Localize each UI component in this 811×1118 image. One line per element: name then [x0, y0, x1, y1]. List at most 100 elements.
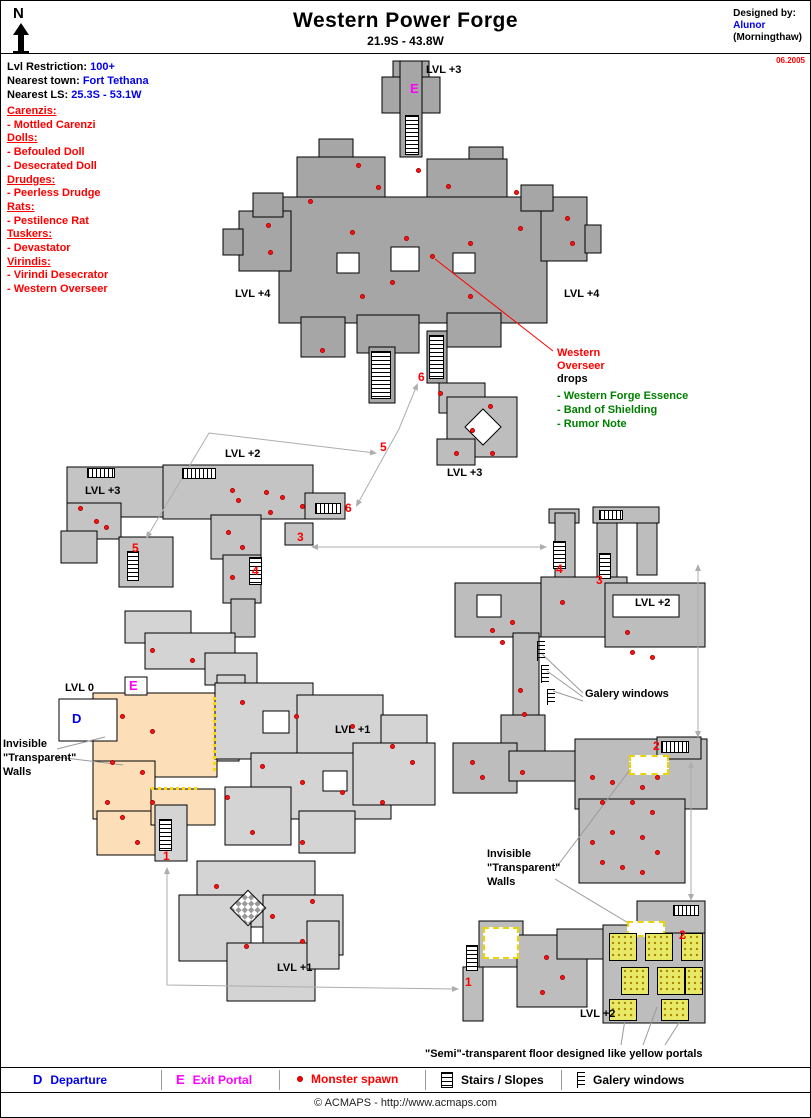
annotation-label: Walls: [3, 766, 32, 778]
monster-spawn: [470, 760, 475, 765]
drop-item: - Western Forge Essence: [557, 390, 689, 402]
yellow-portal-floor: [609, 933, 637, 961]
transparent-wall-room: [483, 927, 519, 959]
monster-spawn: [416, 168, 421, 173]
monster-spawn: [590, 775, 595, 780]
stairs-number: 6: [418, 370, 425, 384]
monster-spawn: [230, 488, 235, 493]
stairs-icon: [182, 468, 216, 479]
stairs-icon: [429, 335, 444, 379]
stairs-number: 1: [163, 849, 170, 863]
monster-spawn: [640, 785, 645, 790]
footer-credit: © ACMAPS - http://www.acmaps.com: [314, 1097, 497, 1109]
stairs-number: 3: [596, 573, 603, 587]
monster-spawn: [610, 830, 615, 835]
monster-group: Rats:: [7, 200, 35, 213]
departure-marker: D: [72, 711, 82, 726]
stairs-number: 5: [380, 440, 387, 454]
monster-spawn: [522, 712, 527, 717]
legend-monster-spawn: Monster spawn: [297, 1072, 398, 1086]
designed-by-label: Designed by:: [733, 8, 796, 19]
monster-spawn: [140, 770, 145, 775]
stairs-number: 3: [297, 530, 304, 544]
galery-window-icon: [537, 641, 545, 661]
monster-spawn-legend-label: Monster spawn: [311, 1072, 399, 1086]
monster-group: Carenzis:: [7, 105, 57, 117]
annotation-pointers: [56, 258, 690, 1046]
lvl1-dungeon: [154, 682, 436, 862]
monster-spawn: [655, 850, 660, 855]
level-label: LVL +3: [447, 467, 483, 479]
monster-spawn: [518, 226, 523, 231]
monster-spawn: [190, 658, 195, 663]
monster-spawn: [356, 163, 361, 168]
monster-spawn: [230, 575, 235, 580]
nearest-ls: Nearest LS: 25.3S - 53.1W: [7, 88, 149, 102]
legend-exit-portal: E Exit Portal: [176, 1072, 252, 1087]
drops-title: Western: [557, 347, 601, 359]
monster-spawn: [454, 451, 459, 456]
drops-title: Overseer: [557, 360, 605, 372]
legend-stairs: Stairs / Slopes: [441, 1072, 544, 1088]
monster-spawn: [150, 648, 155, 653]
legend-bottom-divider: [1, 1092, 810, 1093]
monster-spawn: [300, 840, 305, 845]
yellow-portal-floor: [661, 999, 689, 1021]
nearest-ls-value: 25.3S - 53.1W: [71, 89, 142, 101]
legend-separator: [561, 1070, 562, 1090]
departure-symbol: D: [33, 1072, 43, 1087]
stairs-icon: [673, 905, 699, 916]
monster-spawn: [350, 724, 355, 729]
monster-spawn: [280, 495, 285, 500]
monster-spawn: [264, 490, 269, 495]
departure-legend-label: Departure: [50, 1072, 108, 1087]
monster-spawn: [490, 628, 495, 633]
nearest-ls-label: Nearest LS:: [7, 89, 69, 101]
stairs-icon: [553, 541, 566, 569]
monster-spawn: [268, 510, 273, 515]
annotation-label: Invisible: [3, 738, 48, 750]
monster-spawn: [620, 865, 625, 870]
monster-spawn: [350, 230, 355, 235]
stairs-icon: [661, 741, 689, 753]
monster-spawn: [544, 955, 549, 960]
exit-portal-legend-label: Exit Portal: [192, 1072, 253, 1087]
legend-departure: D Departure: [33, 1072, 107, 1087]
monster-spawn: [120, 714, 125, 719]
monster-spawn: [446, 184, 451, 189]
map-coordinates: 21.9S - 43.8W: [367, 34, 444, 48]
monster-spawn: [380, 800, 385, 805]
legend-top-divider: [1, 1067, 810, 1068]
loop-hole: [464, 408, 502, 446]
monster-group: Drudges:: [7, 173, 56, 186]
level-label: LVL 0: [65, 682, 94, 694]
lvl-restriction: Lvl Restriction: 100+: [7, 60, 149, 74]
upper-dungeon-courtyards: [336, 246, 476, 274]
annotation-label: "Transparent": [3, 752, 77, 764]
lvl-restriction-value: 100+: [90, 61, 115, 73]
galery-window-icon: [547, 689, 555, 705]
monster-spawn: [650, 810, 655, 815]
yellow-portal-floor: [621, 967, 649, 995]
monster-spawn: [410, 760, 415, 765]
nearest-town-value: Fort Tethana: [82, 75, 149, 87]
yellow-portal-floor: [609, 999, 637, 1021]
yellow-portal-floor: [685, 967, 703, 995]
monster-spawn: [630, 800, 635, 805]
lvl1-courtyards: [262, 710, 348, 792]
monster-spawn: [480, 775, 485, 780]
monster-spawn: [260, 764, 265, 769]
monster-spawn: [104, 525, 109, 530]
stairs-number: 4: [252, 564, 259, 578]
monster-spawn: [94, 519, 99, 524]
monster-spawn: [120, 815, 125, 820]
connection-arrows: [145, 383, 701, 992]
north-arrow-icon: [13, 23, 29, 53]
monster-spawn: [310, 899, 315, 904]
galery-window-icon: [541, 665, 549, 683]
transparent-wall: [151, 787, 197, 790]
monster-spawn: [268, 250, 273, 255]
monster-spawn: [540, 990, 545, 995]
exit-portal-marker: E: [129, 678, 138, 693]
